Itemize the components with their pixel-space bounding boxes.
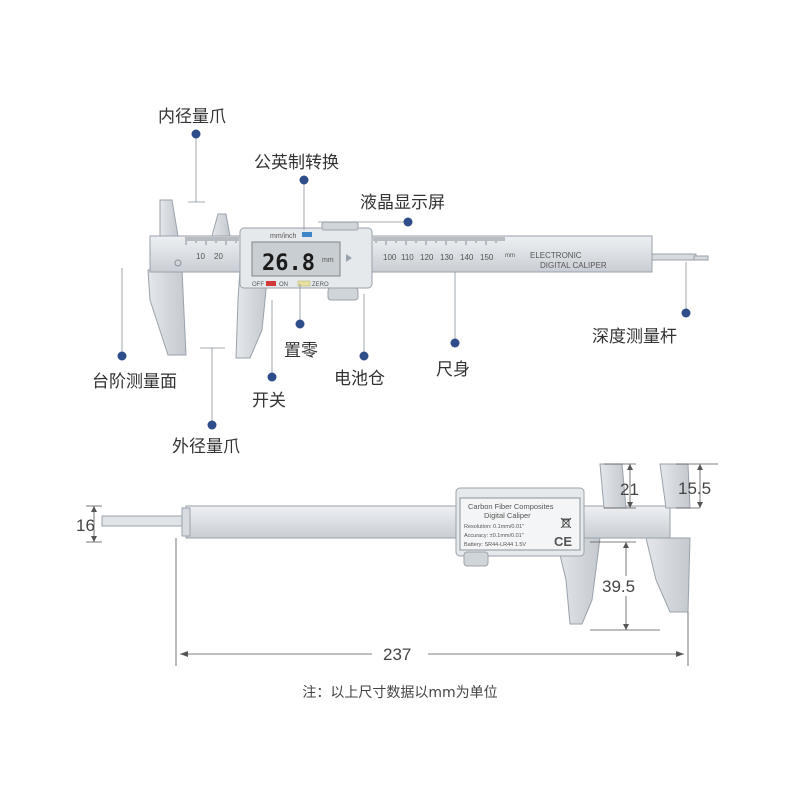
- dim-label-bg: [372, 640, 428, 664]
- scale-label-100: 100: [383, 253, 397, 262]
- button-off-label: OFF: [252, 282, 264, 288]
- scale-ticks: [185, 237, 505, 245]
- caliper-back-view: Carbon Fiber Composites Digital Caliper …: [101, 463, 691, 625]
- lcd-display: [251, 241, 341, 277]
- display-unit: mm: [322, 257, 334, 264]
- back-beam: [185, 505, 671, 539]
- callout-inner-jaw: 内径量爪: [158, 107, 226, 127]
- scale-label-10: 10: [196, 252, 205, 261]
- back-jaw-lower-fixed: [645, 537, 691, 613]
- brand-line-1: ELECTRONIC: [530, 251, 582, 260]
- depth-rod-tip: [693, 255, 709, 261]
- back-battery: Battery: SR44-LR44 1.5V: [464, 542, 526, 548]
- back-accuracy: Accuracy: ±0.1mm/0.01": [464, 533, 524, 539]
- callout-dot-unit-switch: [299, 175, 309, 185]
- callout-power: 开关: [252, 391, 286, 411]
- scale-label-20: 20: [214, 252, 223, 261]
- callout-dot-inner-jaw: [191, 129, 201, 139]
- button-zero-label: ZERO: [312, 282, 329, 288]
- dim-inner-jaw-depth: 21: [620, 480, 639, 499]
- callout-dot-ruler: [450, 338, 460, 348]
- brand-line-2: DIGITAL CALIPER: [540, 261, 607, 270]
- outer-jaw-fixed: [147, 269, 187, 356]
- recycle-bin-icon: [560, 517, 572, 529]
- callouts: [121, 134, 687, 424]
- beam-hole: [174, 259, 182, 267]
- arrow-icon: [346, 254, 352, 262]
- display-value: 26.8: [262, 251, 315, 276]
- dim-total-length: 237: [383, 645, 411, 664]
- callout-dot-zero: [295, 319, 305, 329]
- scale-label-120: 120: [420, 253, 434, 262]
- callout-depth-rod: 深度测量杆: [592, 327, 677, 347]
- callout-dots: [117, 129, 691, 430]
- depth-rod-front: [651, 253, 697, 261]
- ce-mark: CE: [554, 534, 572, 549]
- dim-label-bg-2: [604, 576, 644, 596]
- dim-jaw-tip-height: 15.5: [678, 479, 711, 498]
- inner-jaw-fixed: [159, 199, 179, 237]
- back-label-line-1: Carbon Fiber Composites: [468, 502, 554, 511]
- dimension-arrows: [91, 464, 703, 657]
- callout-dot-depth-rod: [681, 308, 691, 318]
- back-label-plate: [459, 497, 581, 551]
- thumb-wheel[interactable]: [327, 287, 359, 301]
- callout-ruler-body: 尺身: [436, 360, 470, 380]
- zero-button[interactable]: [297, 280, 311, 287]
- callout-step-face: 台阶测量面: [92, 372, 177, 392]
- dim-outer-jaw-depth: 39.5: [602, 577, 635, 596]
- callout-dot-battery: [359, 351, 369, 361]
- back-thumb-wheel: [463, 551, 489, 567]
- callout-dot-power: [267, 372, 277, 382]
- unit-indicator: [302, 232, 312, 237]
- scale-label-110: 110: [401, 253, 414, 262]
- unit-switch-button[interactable]: [321, 221, 359, 231]
- unit-note: 注：以上尺寸数据以mm为单位: [302, 685, 498, 701]
- callout-unit-switch: 公英制转换: [254, 153, 339, 173]
- callout-dot-outer-jaw: [207, 420, 217, 430]
- power-button[interactable]: [266, 281, 276, 286]
- scale-unit: mm: [505, 253, 515, 259]
- callout-battery: 电池仓: [334, 369, 385, 389]
- callout-outer-jaw: 外径量爪: [172, 437, 240, 457]
- beam-end-cap: [181, 507, 191, 537]
- back-resolution: Resolution: 0.1mm/0.01": [464, 524, 524, 530]
- dim-rod-height: 16: [76, 516, 95, 535]
- callout-lcd-screen: 液晶显示屏: [360, 193, 445, 213]
- back-jaw-lower-slide: [555, 537, 601, 625]
- callout-dot-lcd: [403, 217, 413, 227]
- depth-rod-back: [101, 515, 189, 527]
- caliper-front-view: 10 20 100 110 120 130 140 150 mm ELECTRO…: [147, 199, 709, 359]
- button-on-label: ON: [279, 282, 288, 288]
- unit-label: mm/inch: [270, 233, 297, 240]
- callout-dot-step-face: [117, 351, 127, 361]
- back-label-line-2: Digital Caliper: [484, 511, 531, 520]
- scale-label-140: 140: [460, 253, 474, 262]
- scale-label-130: 130: [440, 253, 454, 262]
- scale-label-150: 150: [480, 253, 494, 262]
- inner-jaw-sliding: [211, 213, 231, 237]
- callout-zero: 置零: [284, 341, 318, 361]
